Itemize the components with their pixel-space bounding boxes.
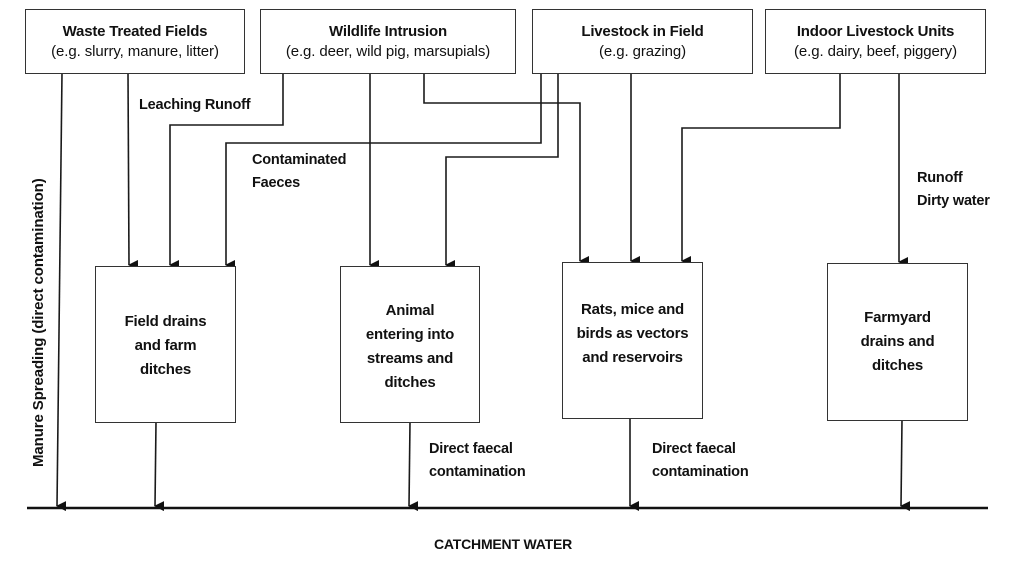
source-box-livestock-in-field: Livestock in Field (e.g. grazing) xyxy=(532,9,753,74)
label-direct-faecal-animal: Direct faecal contamination xyxy=(429,438,526,484)
pathway-line: Animal xyxy=(385,302,435,319)
label-direct-faecal-rats: Direct faecal contamination xyxy=(652,438,749,484)
connector-waste-to-catchment xyxy=(56,72,67,512)
source-title: Wildlife Intrusion xyxy=(329,22,447,40)
label-line: Runoff xyxy=(917,170,963,186)
label-line: Direct faecal xyxy=(429,441,513,457)
source-box-waste-treated-fields: Waste Treated Fields (e.g. slurry, manur… xyxy=(25,9,245,74)
connector-livestock-to-field-drains xyxy=(225,73,542,270)
pathway-line: entering into xyxy=(365,326,455,343)
connector-field-drains-to-catchment xyxy=(154,421,165,512)
label-line: Dirty water xyxy=(917,193,990,209)
connector-livestock-to-animal-entering xyxy=(445,73,559,270)
pathway-line: and reservoirs xyxy=(582,349,683,366)
connector-wildlife-to-field-drains xyxy=(169,73,284,270)
source-title: Livestock in Field xyxy=(581,22,704,40)
label-line: contamination xyxy=(652,464,749,480)
pathway-line: ditches xyxy=(139,361,192,378)
source-subtitle: (e.g. dairy, beef, piggery) xyxy=(794,42,957,60)
pathway-line: ditches xyxy=(871,357,924,374)
pathway-line: and farm xyxy=(134,337,197,354)
label-runoff-dirty-water: Runoff Dirty water xyxy=(917,167,990,213)
pathway-box-rats-mice-birds: Rats, mice and birds as vectors and rese… xyxy=(562,262,703,419)
connector-animal-to-catchment xyxy=(408,421,419,512)
pathway-box-farmyard-drains: Farmyard drains and ditches xyxy=(827,263,968,421)
label-manure-spreading: Manure Spreading (direct contamination) xyxy=(30,178,47,467)
pathway-box-field-drains: Field drains and farm ditches xyxy=(95,266,236,423)
source-title: Indoor Livestock Units xyxy=(796,22,955,40)
connector-wildlife-to-rats xyxy=(423,73,589,266)
pathway-box-animal-entering: Animal entering into streams and ditches xyxy=(340,266,480,423)
label-catchment-water: CATCHMENT WATER xyxy=(434,536,573,552)
connector-waste-to-field-drains xyxy=(127,72,139,270)
source-subtitle: (e.g. deer, wild pig, marsupials) xyxy=(285,42,491,60)
source-box-indoor-livestock-units: Indoor Livestock Units (e.g. dairy, beef… xyxy=(765,9,986,74)
source-title: Waste Treated Fields xyxy=(62,22,208,40)
pathway-line: Rats, mice and xyxy=(580,301,685,318)
pathway-line: streams and xyxy=(366,350,454,367)
source-subtitle: (e.g. grazing) xyxy=(599,42,686,60)
pathway-line: drains and xyxy=(860,333,935,350)
source-box-wildlife-intrusion: Wildlife Intrusion (e.g. deer, wild pig,… xyxy=(260,9,516,74)
label-line: contamination xyxy=(429,464,526,480)
pathway-line: Farmyard xyxy=(864,309,931,326)
pathway-line: Field drains xyxy=(124,313,207,330)
label-leaching-runoff: Leaching Runoff xyxy=(139,97,251,113)
connector-indoor-to-rats xyxy=(681,73,841,266)
label-line: Faeces xyxy=(252,175,300,191)
source-subtitle: (e.g. slurry, manure, litter) xyxy=(51,42,219,60)
pathway-line: birds as vectors xyxy=(576,325,689,342)
label-line: Contaminated xyxy=(252,152,347,168)
connector-farmyard-to-catchment xyxy=(900,419,911,512)
label-line: Direct faecal xyxy=(652,441,736,457)
pathway-line: ditches xyxy=(384,374,436,391)
label-contaminated-faeces: Contaminated Faeces xyxy=(252,149,346,195)
